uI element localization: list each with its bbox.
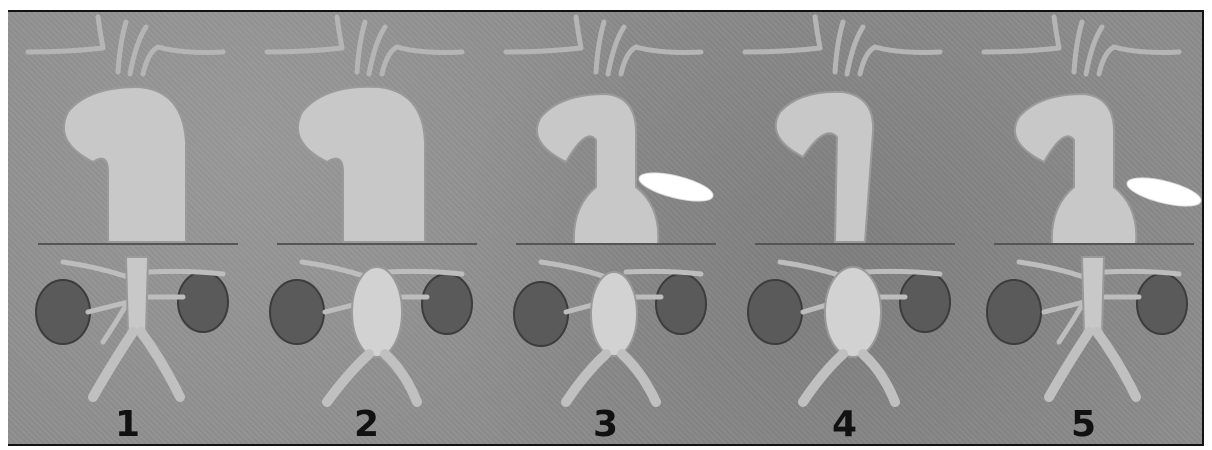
aorta-illustration-5: [964, 12, 1203, 446]
panel-number: 4: [725, 404, 964, 445]
panel-2: 2: [247, 12, 486, 446]
aorta-illustration-3: [486, 12, 725, 446]
panel-4: 4: [725, 12, 964, 446]
panel-5: 5: [964, 12, 1203, 446]
aorta-illustration-1: [8, 12, 247, 446]
stent-marker: [1124, 172, 1203, 212]
panel-number: 5: [964, 404, 1203, 445]
frame-bottom-border: [8, 444, 1204, 446]
aorta-illustration-4: [725, 12, 964, 446]
diagram-frame: 1 2: [8, 10, 1204, 446]
panel-number: 2: [247, 404, 486, 445]
panel-1: 1: [8, 12, 247, 446]
panel-3: 3: [486, 12, 725, 446]
aorta-illustration-2: [247, 12, 486, 446]
panel-number: 3: [486, 404, 725, 445]
panel-number: 1: [8, 404, 247, 445]
